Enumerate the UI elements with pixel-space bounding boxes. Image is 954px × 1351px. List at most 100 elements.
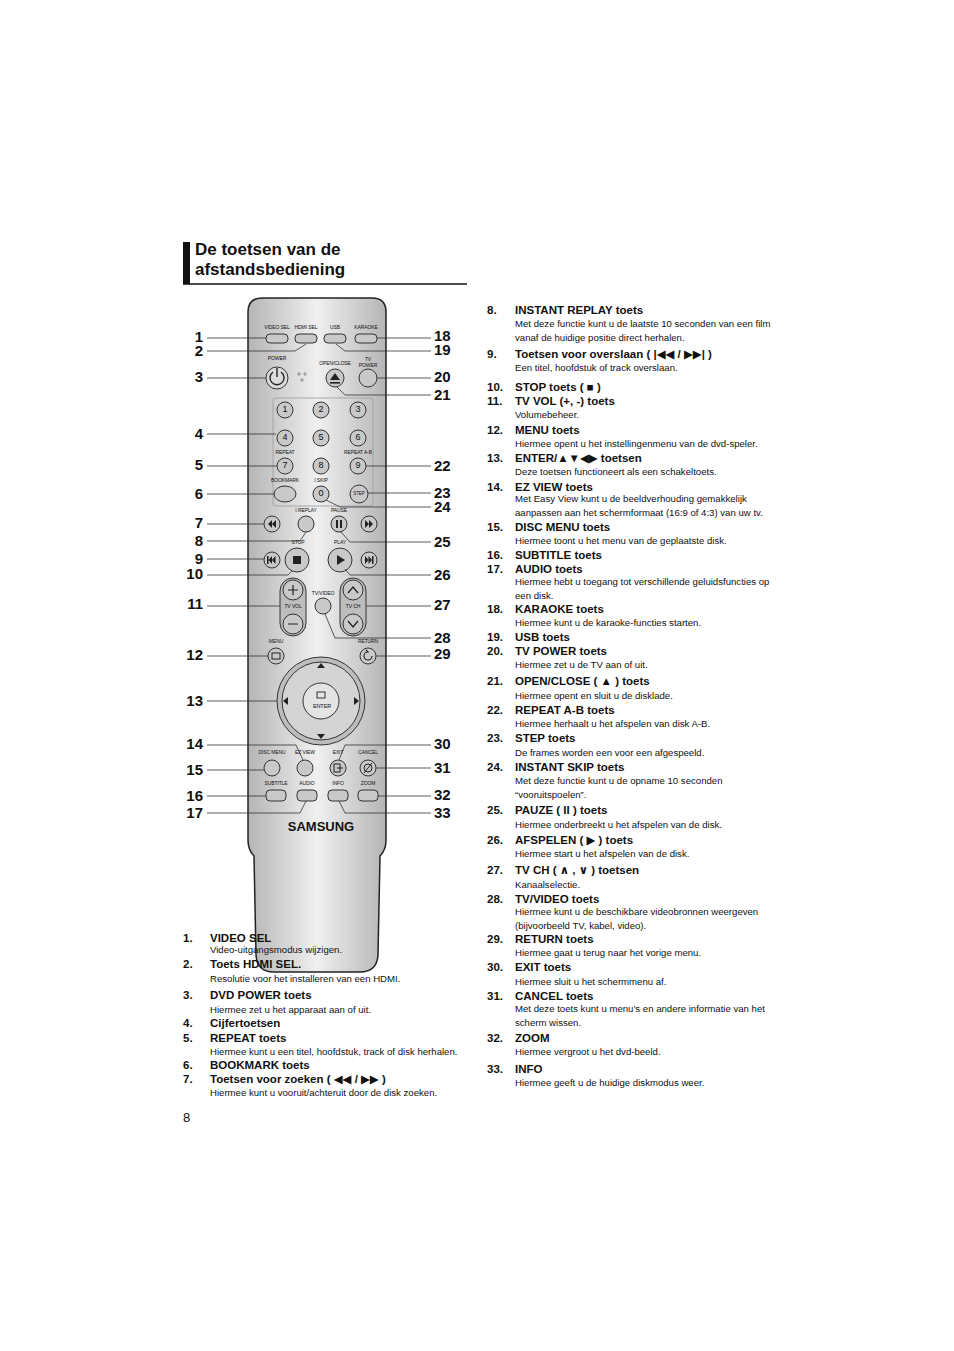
button-icons <box>268 520 276 528</box>
remote-buttons <box>328 548 352 572</box>
callout-number: 20 <box>434 369 451 386</box>
item-description: Met deze functie kunt u de laatste 10 se… <box>515 317 773 344</box>
remote-buttons <box>280 578 306 636</box>
remote-buttons <box>324 334 346 343</box>
item-description: Kanaalselectie. <box>515 878 773 892</box>
button-label: RETURN <box>358 639 378 645</box>
remote-buttons <box>266 367 288 389</box>
remote-buttons <box>360 760 376 776</box>
item-name: ZOOM <box>515 1032 550 1045</box>
callout-number: 15 <box>186 762 203 779</box>
item-name: TV VOL (+, -) toets <box>515 395 615 408</box>
button-icons <box>330 373 340 380</box>
item-name: INSTANT SKIP toets <box>515 761 624 774</box>
leader-line <box>326 500 431 507</box>
item-name: EZ VIEW toets <box>515 481 593 494</box>
button-label: 7 <box>282 461 287 471</box>
remote-buttons <box>266 334 288 343</box>
item-description: Hiermee vergroot u het dvd-beeld. <box>515 1045 773 1059</box>
button-label: DISC MENU <box>258 750 285 756</box>
button-label: TV/VIDEO <box>312 591 335 597</box>
callout-number: 30 <box>434 736 451 753</box>
item-name: TV POWER toets <box>515 645 607 658</box>
item-description: Met deze functie kunt u de opname 10 sec… <box>515 774 773 801</box>
item-number: 17. <box>487 563 503 576</box>
callout-number: 31 <box>434 760 451 777</box>
remote-buttons <box>277 430 293 446</box>
remote-buttons <box>264 516 280 532</box>
leader-line <box>207 434 276 435</box>
item-description: Hiermee zet u het apparaat aan of uit. <box>210 1003 472 1017</box>
button-label: STOP <box>291 540 304 546</box>
remote-buttons <box>350 485 368 503</box>
button-label: OPEN/CLOSE <box>319 361 351 367</box>
callout-number: 28 <box>434 630 451 647</box>
item-number: 23. <box>487 732 503 745</box>
callout-number: 29 <box>434 646 451 663</box>
item-description: Hiermee sluit u het schermmenu af. <box>515 975 773 989</box>
remote-buttons <box>313 402 329 418</box>
item-description: Video-uitgangsmodus wijzigen. <box>210 943 472 957</box>
item-description: Hiermee geeft u de huidige diskmodus wee… <box>515 1076 773 1090</box>
item-name: INSTANT REPLAY toets <box>515 304 643 317</box>
item-description: Met deze toets kunt u menu’s en andere i… <box>515 1002 773 1029</box>
item-name: VIDEO SEL <box>210 932 271 945</box>
item-name: Cijfertoetsen <box>210 1017 280 1030</box>
button-icons <box>364 763 372 773</box>
item-name: TV/VIDEO toets <box>515 893 599 906</box>
button-icons <box>365 520 373 528</box>
item-number: 5. <box>183 1032 193 1045</box>
item-number: 9. <box>487 348 497 361</box>
remote-buttons <box>340 578 366 636</box>
button-label: TV POWER <box>358 357 378 368</box>
page-title: De toetsen van de afstandsbediening <box>195 240 395 280</box>
item-number: 11. <box>487 395 502 408</box>
item-number: 31. <box>487 990 503 1003</box>
button-label: 9 <box>355 461 360 471</box>
remote-buttons <box>326 369 344 387</box>
leader-line <box>345 569 431 575</box>
leader-line <box>207 701 277 702</box>
remote-buttons <box>361 552 377 568</box>
leader-line <box>366 466 431 467</box>
remote-buttons <box>313 458 329 474</box>
button-icons <box>337 555 345 565</box>
button-label: TV VOL <box>284 604 301 610</box>
button-label: POWER <box>268 356 286 362</box>
item-name: INFO <box>515 1063 542 1076</box>
button-label: PAUSE <box>331 508 347 514</box>
remote-buttons <box>343 580 363 600</box>
button-label: MENU <box>269 639 283 645</box>
callout-number: 33 <box>434 805 451 822</box>
button-icons <box>276 368 277 377</box>
button-icons <box>267 556 276 564</box>
item-description: Hiermee start u het afspelen van de disk… <box>515 847 773 861</box>
leader-line <box>368 493 431 494</box>
remote-buttons <box>295 334 317 343</box>
item-number: 13. <box>487 452 503 465</box>
item-name: REPEAT toets <box>210 1032 286 1045</box>
leader-line <box>325 614 431 638</box>
button-label: VIDEO SEL <box>264 325 290 331</box>
item-number: 33. <box>487 1063 503 1076</box>
callout-number: 32 <box>434 787 451 804</box>
button-label: ENTER <box>313 703 331 709</box>
button-label: AUDIO <box>299 781 314 787</box>
button-label: PLAY <box>334 540 346 546</box>
item-number: 29. <box>487 933 503 946</box>
remote-buttons <box>285 548 309 572</box>
item-number: 24. <box>487 761 503 774</box>
item-name: SUBTITLE toets <box>515 549 602 562</box>
item-name: DISC MENU toets <box>515 521 610 534</box>
item-description: Hiermee herhaalt u het afspelen van disk… <box>515 717 773 731</box>
button-label: REPEAT <box>275 450 294 456</box>
button-label: CANCEL <box>358 750 378 756</box>
button-label: INFO <box>332 781 344 787</box>
item-name: EXIT toets <box>515 961 571 974</box>
button-label: STEP <box>353 492 364 497</box>
button-icons <box>283 663 359 739</box>
button-label: 5 <box>318 433 323 443</box>
item-description: Hiermee kunt u vooruit/achteruit door de… <box>210 1086 472 1100</box>
item-name: STOP toets ( ■ ) <box>515 381 601 394</box>
callout-number: 2 <box>195 343 203 360</box>
